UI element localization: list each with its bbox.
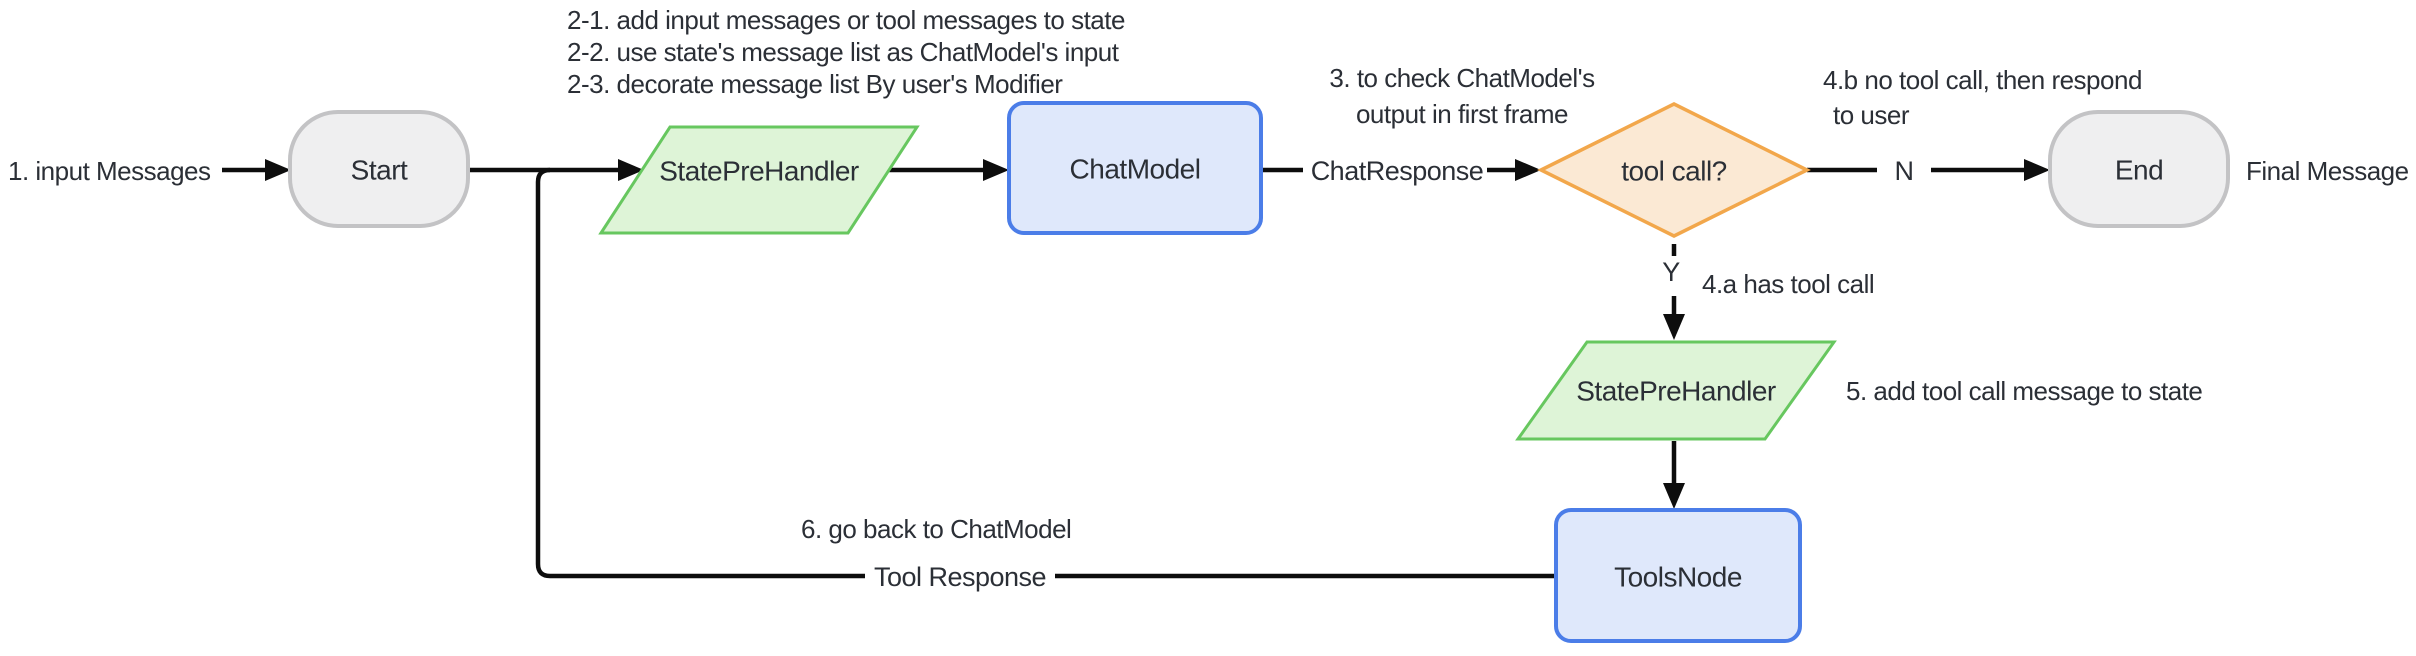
edge-label-y: Y [1662, 257, 1680, 287]
node-toolsnode-label: ToolsNode [1614, 562, 1742, 593]
arrowhead-into-stateprehandler2 [1663, 314, 1685, 340]
annotation-step6: 6. go back to ChatModel [801, 514, 1071, 544]
annotation-step4a: 4.a has tool call [1702, 269, 1874, 299]
edge-label-n: N [1895, 156, 1914, 186]
node-end-label: End [2115, 155, 2163, 186]
node-tool-call-decision: tool call? [1537, 102, 1811, 238]
node-end: End [2048, 110, 2230, 228]
node-start: Start [288, 110, 470, 228]
node-chatmodel-label: ChatModel [1070, 154, 1201, 185]
node-stateprehandler-bottom-label: StatePreHandler [1576, 376, 1776, 407]
edge-tool-response-return [535, 167, 865, 579]
annotation-step1: 1. input Messages [8, 156, 211, 186]
arrowhead-into-chatmodel [983, 159, 1009, 181]
arrowhead-into-end [2024, 159, 2050, 181]
node-chatmodel-shape [1007, 101, 1263, 235]
node-stateprehandler-top-label: StatePreHandler [659, 156, 859, 187]
annotation-layer: 1. input Messages 2-1. add input message… [8, 5, 2409, 544]
arrowhead-into-toolsnode [1663, 483, 1685, 509]
annotation-step2-line2: 2-2. use state's message list as ChatMod… [567, 37, 1120, 67]
node-stateprehandler-bottom: StatePreHandler [1515, 340, 1837, 441]
annotation-step3-line1: 3. to check ChatModel's [1329, 63, 1595, 93]
edge-label-tool-response: Tool Response [874, 562, 1046, 592]
edge-label-layer: ChatResponse N Y Tool Response [874, 156, 1914, 592]
node-chatmodel: ChatModel [1007, 101, 1263, 235]
annotation-final-message: Final Message [2246, 156, 2409, 186]
annotation-step2-line1: 2-1. add input messages or tool messages… [567, 5, 1125, 35]
node-tool-call-decision-shape [1537, 102, 1811, 238]
arrowhead-into-decision [1515, 159, 1541, 181]
arrowhead-into-start [265, 159, 291, 181]
edge-layer [222, 167, 2028, 579]
node-stateprehandler-bottom-shape [1515, 340, 1837, 441]
arrowhead-layer [265, 159, 2050, 509]
arrowhead-into-stateprehandler [618, 159, 644, 181]
node-toolsnode-shape [1554, 508, 1802, 643]
node-start-shape [288, 110, 470, 228]
node-stateprehandler-top-shape [598, 125, 920, 235]
node-toolsnode: ToolsNode [1554, 508, 1802, 643]
annotation-step5: 5. add tool call message to state [1846, 376, 2202, 406]
annotation-step3-line2: output in first frame [1356, 99, 1568, 129]
node-end-shape [2048, 110, 2230, 228]
annotation-step4b-line1: 4.b no tool call, then respond [1823, 65, 2142, 95]
node-tool-call-decision-label: tool call? [1621, 156, 1727, 187]
node-start-label: Start [351, 155, 408, 186]
node-stateprehandler-top: StatePreHandler [598, 125, 920, 235]
annotation-step2-line3: 2-3. decorate message list By user's Mod… [567, 69, 1063, 99]
annotation-step4b-line2: to user [1833, 100, 1910, 130]
edge-label-chatresponse: ChatResponse [1311, 156, 1484, 186]
